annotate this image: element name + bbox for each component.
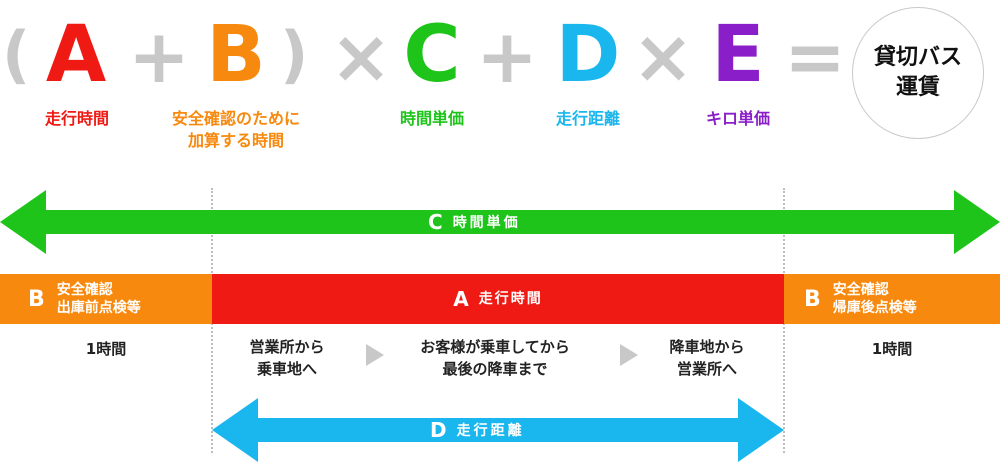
right-b-letter: B (804, 286, 821, 312)
center-a-label: 走行時間 (478, 291, 543, 307)
bus-fare-result: 貸切バス 運賃 (852, 7, 984, 139)
times-operator-1: × (330, 14, 393, 100)
d-arrow-text: 走行距離 (456, 423, 525, 439)
left-b-bar: B 安全確認 出庫前点検等 (0, 274, 212, 324)
term-b-caption: 安全確認のために 加算する時間 (146, 108, 326, 152)
d-arrow-letter: D (430, 418, 447, 442)
step-2-line2: 最後の降車まで (442, 360, 548, 378)
step-1-line2: 乗車地へ (256, 360, 317, 378)
right-b-duration: 1時間 (871, 340, 913, 358)
step-3: 降車地から 営業所へ (642, 336, 772, 380)
left-b-line2: 出庫前点検等 (56, 300, 141, 316)
c-arrow-letter: C (428, 210, 443, 234)
right-b-bar: B 安全確認 帰庫後点検等 (784, 274, 1000, 324)
d-distance-arrow (212, 398, 784, 462)
step-2-line1: お客様が乗車してから (420, 338, 570, 356)
center-a-letter: A (453, 287, 469, 311)
result-line2: 運賃 (895, 75, 940, 100)
plus-operator-2: + (476, 14, 539, 100)
right-b-line1: 安全確認 (832, 282, 889, 298)
plus-operator: + (128, 14, 191, 100)
step-2: お客様が乗車してから 最後の降車まで (395, 336, 595, 380)
step-1: 営業所から 乗車地へ (222, 336, 352, 380)
step-arrow-1-icon (366, 344, 384, 366)
step-3-line1: 降車地から (669, 338, 745, 356)
step-arrow-2-icon (620, 344, 638, 366)
term-b-caption-line1: 安全確認のために (171, 109, 300, 128)
times-operator-2: × (632, 14, 695, 100)
close-parenthesis: ) (280, 18, 309, 91)
step-3-line2: 営業所へ (676, 360, 737, 378)
open-parenthesis: ( (2, 18, 31, 91)
term-a-letter: A (45, 10, 107, 100)
left-b-duration: 1時間 (85, 340, 127, 358)
term-b-caption-line2: 加算する時間 (187, 131, 284, 150)
left-b-letter: B (28, 286, 45, 312)
term-c-letter: C (403, 10, 461, 100)
c-time-arrow (0, 190, 1000, 254)
c-arrow-label: C 時間単価 (428, 209, 521, 235)
right-b-line2: 帰庫後点検等 (832, 300, 917, 316)
step-1-line1: 営業所から (249, 338, 325, 356)
term-d-letter: D (555, 10, 621, 100)
term-b-letter: B (206, 10, 266, 100)
result-line1: 貸切バス (873, 45, 962, 70)
term-e-letter: E (711, 10, 765, 100)
center-a-bar: A 走行時間 (212, 274, 784, 324)
c-arrow-text: 時間単価 (452, 215, 521, 231)
term-e-caption: キロ単価 (705, 109, 770, 128)
term-a-caption: 走行時間 (44, 109, 109, 128)
d-arrow-label: D 走行距離 (430, 417, 525, 443)
term-c-caption: 時間単価 (399, 109, 464, 128)
left-b-line1: 安全確認 (56, 282, 113, 298)
term-d-caption: 走行距離 (555, 109, 620, 128)
equals-operator: = (784, 14, 847, 100)
